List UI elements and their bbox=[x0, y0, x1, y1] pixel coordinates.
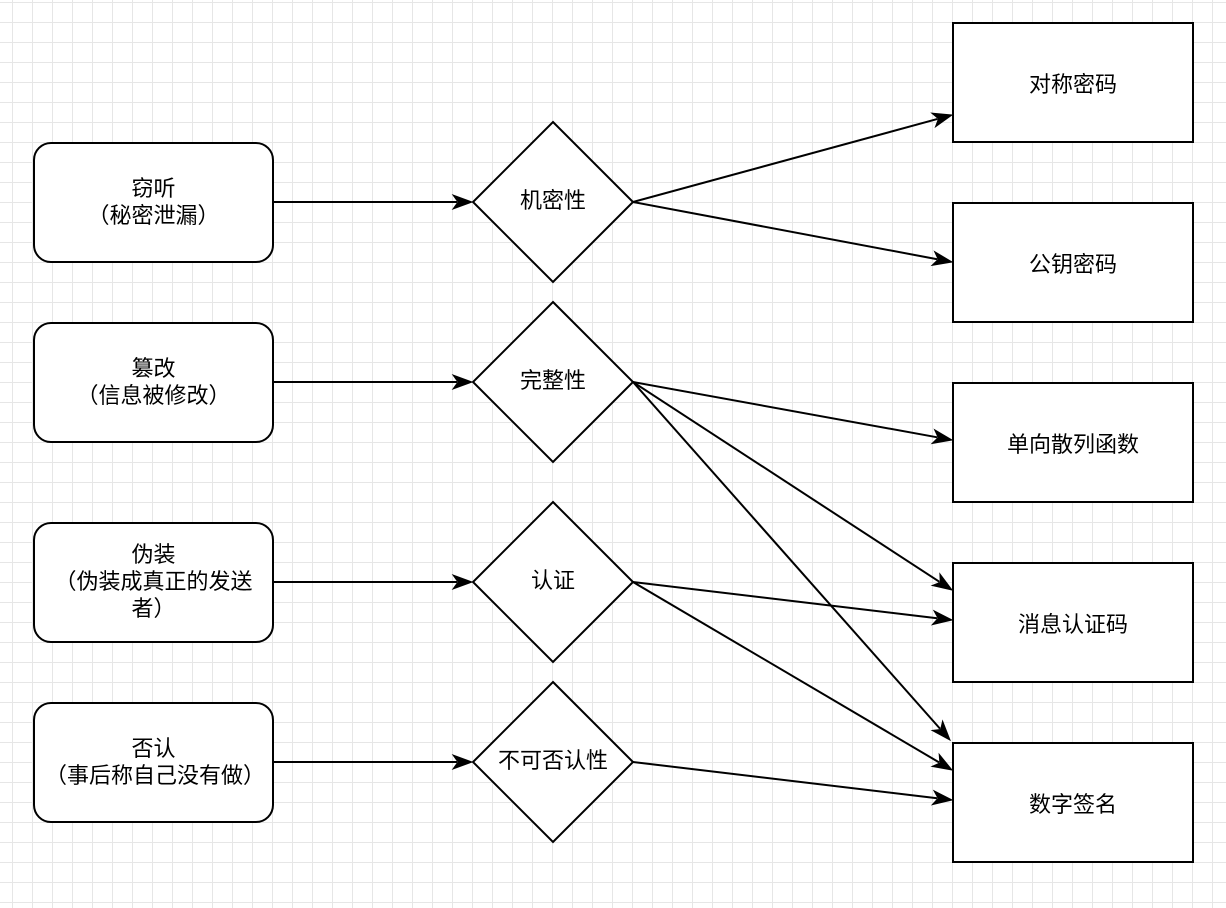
property-authentication-label: 认证 bbox=[530, 569, 575, 594]
technique-public-key-label: 公钥密码 bbox=[1028, 252, 1117, 278]
edge-spoof-to-authentication-arrowhead bbox=[451, 573, 474, 591]
threat-deny[interactable]: 否认 （事后称自己没有做） bbox=[33, 702, 274, 823]
edge-layer bbox=[274, 112, 954, 806]
edge-eavesdrop-to-confidentiality-arrowhead bbox=[451, 193, 474, 211]
edge-confidentiality-to-symmetric-line bbox=[632, 117, 938, 203]
edge-authentication-to-mac-line bbox=[632, 581, 938, 620]
technique-public-key[interactable]: 公钥密码 bbox=[952, 202, 1194, 323]
diamond-authentication bbox=[471, 500, 635, 664]
edge-integrity-to-signature-line bbox=[632, 381, 941, 730]
edge-authentication-to-signature-arrowhead bbox=[930, 752, 954, 771]
threat-eavesdrop-desc: （秘密泄漏） bbox=[87, 203, 220, 229]
edge-authentication-to-signature-line bbox=[632, 581, 940, 764]
threat-tamper-desc: （信息被修改） bbox=[76, 383, 231, 409]
edge-tamper-to-integrity-arrowhead bbox=[451, 373, 474, 391]
edge-non-repudiation-to-signature-line bbox=[632, 761, 938, 800]
edge-integrity-to-mac-line bbox=[632, 381, 940, 583]
property-confidentiality-label: 机密性 bbox=[519, 189, 586, 214]
diamond-confidentiality bbox=[471, 120, 635, 284]
technique-symmetric[interactable]: 对称密码 bbox=[952, 22, 1194, 143]
threat-spoof[interactable]: 伪装 （伪装成真正的发送者） bbox=[33, 522, 274, 643]
threat-tamper[interactable]: 篡改 （信息被修改） bbox=[33, 322, 274, 443]
edge-confidentiality-to-symmetric-arrowhead bbox=[930, 112, 954, 129]
technique-hash[interactable]: 单向散列函数 bbox=[952, 382, 1194, 503]
threat-deny-title: 否认 bbox=[131, 736, 176, 762]
technique-mac-label: 消息认证码 bbox=[1017, 612, 1128, 638]
threat-eavesdrop[interactable]: 窃听 （秘密泄漏） bbox=[33, 142, 274, 263]
threat-eavesdrop-title: 窃听 bbox=[131, 176, 176, 202]
threat-tamper-title: 篡改 bbox=[131, 356, 176, 382]
technique-hash-label: 单向散列函数 bbox=[1006, 432, 1139, 458]
property-integrity-label: 完整性 bbox=[519, 369, 586, 394]
threat-spoof-title: 伪装 bbox=[131, 543, 176, 568]
edge-integrity-to-mac-arrowhead bbox=[930, 572, 954, 591]
edge-integrity-to-hash-arrowhead bbox=[930, 428, 954, 445]
edge-integrity-to-hash-line bbox=[632, 381, 938, 439]
technique-mac[interactable]: 消息认证码 bbox=[952, 562, 1194, 683]
edge-non-repudiation-to-signature-arrowhead bbox=[930, 789, 954, 806]
technique-symmetric-label: 对称密码 bbox=[1028, 72, 1117, 98]
edge-confidentiality-to-public-key-arrowhead bbox=[930, 250, 954, 267]
property-non-repudiation-label: 不可否认性 bbox=[497, 749, 608, 774]
edge-authentication-to-mac-arrowhead bbox=[930, 609, 954, 626]
diamond-integrity bbox=[471, 300, 635, 464]
edge-integrity-to-signature-arrowhead bbox=[930, 719, 951, 742]
technique-signature-label: 数字签名 bbox=[1028, 792, 1117, 818]
edge-deny-to-non-repudiation-arrowhead bbox=[451, 753, 474, 771]
edge-confidentiality-to-public-key-line bbox=[632, 201, 938, 261]
threat-spoof-desc: （伪装成真正的发送者） bbox=[54, 570, 253, 622]
technique-signature[interactable]: 数字签名 bbox=[952, 742, 1194, 863]
diamond-non-repudiation bbox=[471, 680, 635, 844]
threat-deny-desc: （事后称自己没有做） bbox=[45, 763, 266, 789]
